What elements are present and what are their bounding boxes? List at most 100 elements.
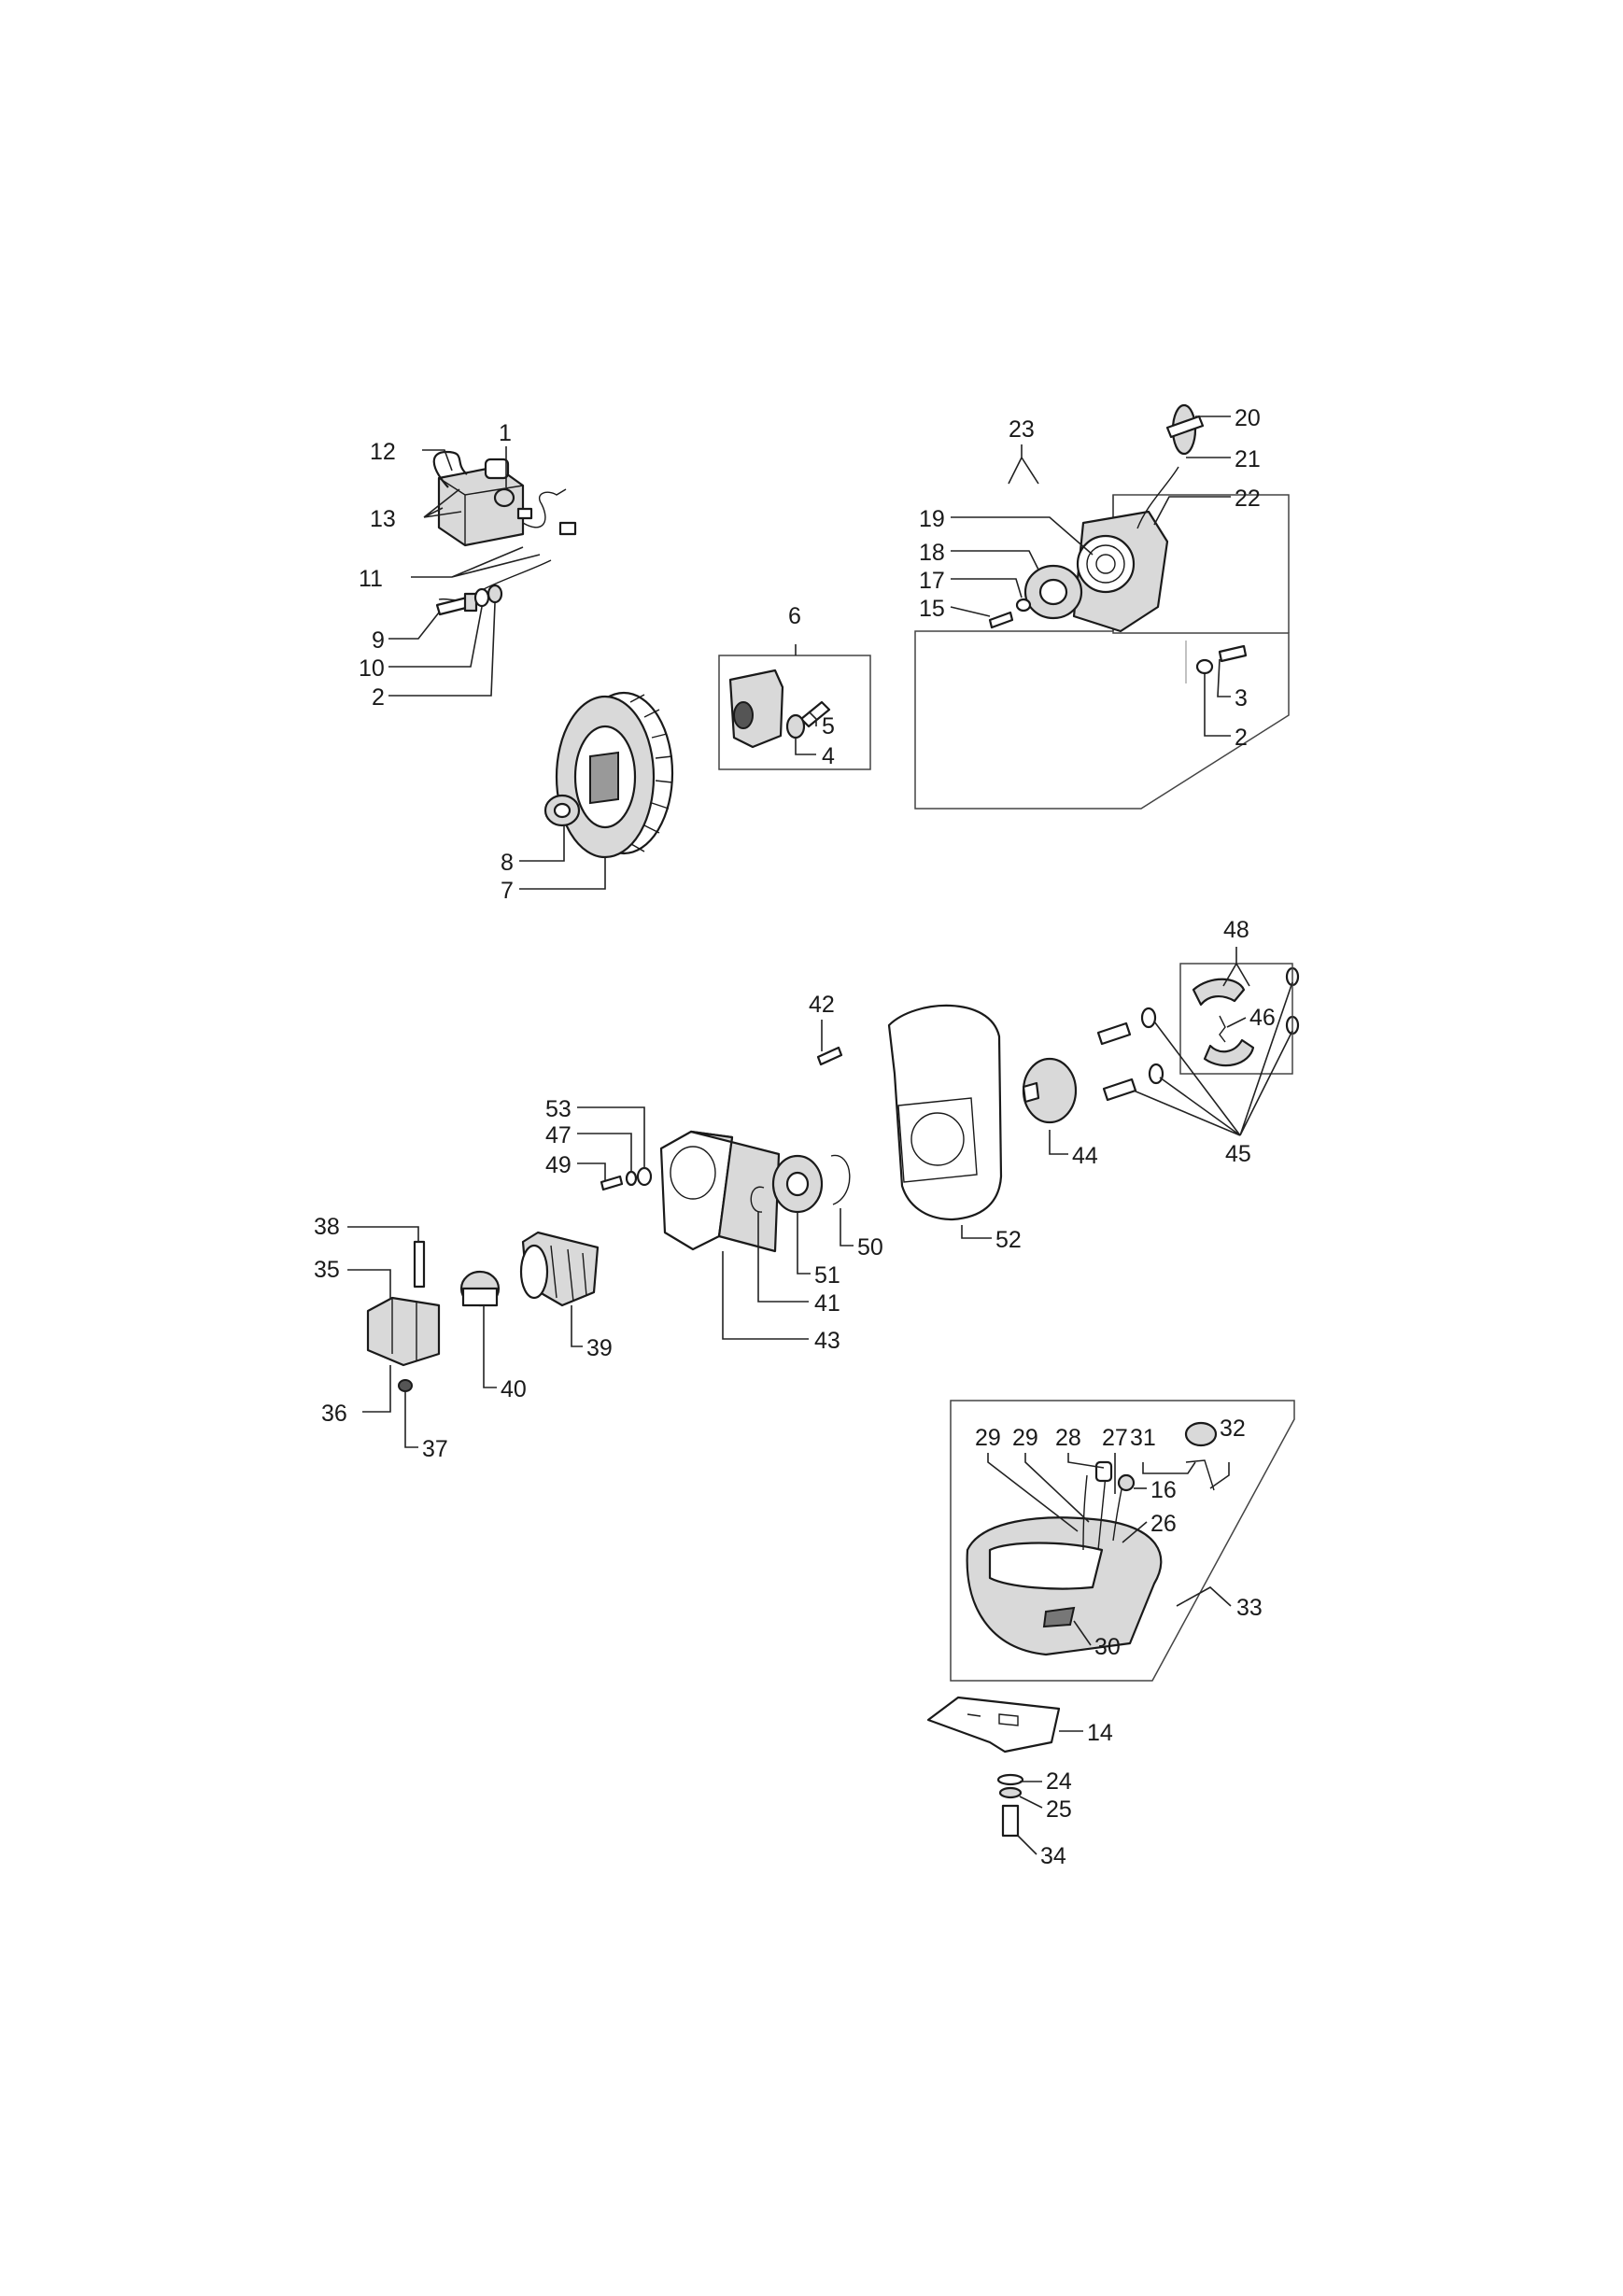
washer-47 bbox=[625, 1170, 638, 1187]
screw-34 bbox=[1001, 1804, 1020, 1838]
nut-37 bbox=[398, 1379, 413, 1392]
ring-50 bbox=[830, 1154, 851, 1205]
callout-49: 49 bbox=[545, 1152, 572, 1178]
screw-15 bbox=[988, 611, 1014, 629]
callout-11: 11 bbox=[359, 566, 383, 592]
callout-26: 26 bbox=[1150, 1511, 1177, 1537]
callout-19: 19 bbox=[919, 506, 945, 532]
screw-49 bbox=[600, 1175, 624, 1191]
switch-group bbox=[718, 655, 871, 770]
snap-ring-41 bbox=[750, 1186, 765, 1213]
callout-24: 24 bbox=[1046, 1768, 1072, 1795]
screw-38 bbox=[413, 1240, 426, 1289]
washer-2b bbox=[1195, 658, 1214, 675]
washer-24 bbox=[996, 1773, 1024, 1786]
callout-5: 5 bbox=[822, 713, 835, 740]
callout-53: 53 bbox=[545, 1096, 572, 1122]
screw-3 bbox=[1218, 644, 1248, 663]
callout-50: 50 bbox=[857, 1234, 883, 1261]
callout-labels: 1 12 13 11 9 10 2 6 5 4 8 7 23 20 21 22 … bbox=[314, 405, 1276, 1869]
callout-6: 6 bbox=[788, 603, 801, 629]
callout-33: 33 bbox=[1236, 1595, 1263, 1621]
callout-23: 23 bbox=[1009, 416, 1035, 443]
spark-plug-cap bbox=[484, 458, 510, 480]
callout-15: 15 bbox=[919, 596, 945, 622]
callout-30: 30 bbox=[1094, 1634, 1121, 1660]
callout-14: 14 bbox=[1087, 1720, 1113, 1746]
callout-18: 18 bbox=[919, 540, 945, 566]
callout-29-b: 29 bbox=[1012, 1425, 1038, 1451]
callout-1: 1 bbox=[499, 420, 512, 446]
callout-42: 42 bbox=[809, 992, 835, 1018]
leader-lines bbox=[347, 416, 1293, 1855]
callout-2-right: 2 bbox=[1235, 725, 1248, 751]
callout-39: 39 bbox=[586, 1335, 613, 1361]
callout-12: 12 bbox=[370, 439, 396, 465]
callout-16: 16 bbox=[1150, 1477, 1177, 1503]
screw-5 bbox=[799, 700, 831, 728]
clutch-shoe-lower bbox=[1203, 1038, 1255, 1067]
callout-7: 7 bbox=[501, 878, 514, 904]
callout-37: 37 bbox=[422, 1436, 448, 1462]
clutch-spring bbox=[1219, 1015, 1226, 1043]
callout-43: 43 bbox=[814, 1328, 840, 1354]
muffler bbox=[366, 1296, 441, 1367]
callout-25: 25 bbox=[1046, 1796, 1072, 1823]
washer-17 bbox=[1015, 598, 1032, 613]
callout-29-a: 29 bbox=[975, 1425, 1001, 1451]
callout-45: 45 bbox=[1225, 1141, 1251, 1167]
recoil-starter-group bbox=[914, 403, 1290, 810]
callout-51: 51 bbox=[814, 1262, 840, 1289]
callout-35: 35 bbox=[314, 1257, 340, 1283]
callout-34: 34 bbox=[1040, 1843, 1066, 1869]
clutch-shoe-upper bbox=[1192, 978, 1246, 1007]
callout-40: 40 bbox=[501, 1376, 527, 1402]
callout-48: 48 bbox=[1223, 917, 1249, 943]
spring-4 bbox=[785, 713, 806, 740]
callout-9: 9 bbox=[372, 627, 385, 654]
callout-32: 32 bbox=[1220, 1416, 1246, 1442]
washer-2a bbox=[487, 584, 503, 604]
callout-28: 28 bbox=[1055, 1425, 1081, 1451]
callout-27: 27 bbox=[1102, 1425, 1128, 1451]
crankcase-group bbox=[366, 963, 1300, 1392]
washer-25 bbox=[998, 1786, 1023, 1799]
callout-3: 3 bbox=[1235, 685, 1248, 711]
callout-13: 13 bbox=[370, 506, 396, 532]
grommet-1 bbox=[493, 487, 515, 508]
callout-47: 47 bbox=[545, 1122, 572, 1148]
screw-45b bbox=[1102, 1078, 1137, 1102]
callout-4: 4 bbox=[822, 743, 835, 769]
callout-36: 36 bbox=[321, 1401, 347, 1427]
fuel-tank-group bbox=[950, 1400, 1295, 1682]
callout-17: 17 bbox=[919, 568, 945, 594]
fuel-filter-28 bbox=[1094, 1460, 1113, 1483]
callout-44: 44 bbox=[1072, 1143, 1098, 1169]
grommet-16 bbox=[1117, 1473, 1136, 1492]
callout-41: 41 bbox=[814, 1290, 840, 1317]
callout-20: 20 bbox=[1235, 405, 1261, 431]
fan-housing bbox=[887, 1004, 1003, 1221]
callout-31: 31 bbox=[1130, 1425, 1156, 1451]
callout-21: 21 bbox=[1235, 446, 1261, 472]
callout-46: 46 bbox=[1249, 1005, 1276, 1031]
washer-10 bbox=[473, 587, 490, 608]
callout-52: 52 bbox=[995, 1227, 1022, 1253]
tank-bracket bbox=[926, 1696, 1061, 1754]
fuel-cap bbox=[1184, 1421, 1218, 1447]
callout-10: 10 bbox=[359, 655, 385, 682]
washer-53 bbox=[636, 1166, 653, 1187]
ignition-coil bbox=[437, 465, 525, 547]
recoil-spring bbox=[1076, 534, 1136, 594]
starter-rope bbox=[1136, 466, 1179, 529]
ignition-coil-group bbox=[432, 450, 577, 616]
screw-45a bbox=[1096, 1021, 1132, 1046]
callout-38: 38 bbox=[314, 1214, 340, 1240]
screw-42 bbox=[816, 1046, 843, 1066]
callout-8: 8 bbox=[501, 850, 514, 876]
callout-22: 22 bbox=[1235, 486, 1261, 512]
tank-bracket-group bbox=[926, 1696, 1061, 1838]
grommet-30 bbox=[1042, 1606, 1076, 1628]
callout-2-left: 2 bbox=[372, 684, 385, 711]
